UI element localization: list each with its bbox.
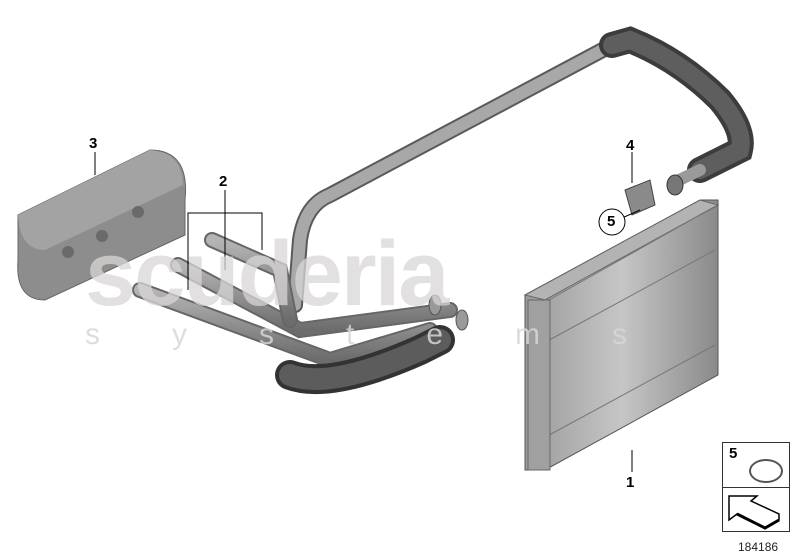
callout-1: 1 [626, 474, 635, 491]
o-ring-icon [749, 459, 783, 483]
seal-plate [17, 149, 187, 301]
watermark-systems: systems [85, 318, 700, 351]
callout-2: 2 [219, 173, 228, 190]
legend-part: 5 [723, 443, 789, 488]
heater-pipe-long [287, 26, 754, 313]
legend-part-number: 5 [729, 445, 738, 462]
callout-5: 5 [607, 213, 616, 230]
heater-core [523, 199, 720, 471]
callout-4: 4 [626, 137, 635, 154]
callout-5-circle [598, 208, 626, 236]
callout-3: 3 [89, 135, 98, 152]
arrow-icon [728, 495, 780, 530]
hose-clamp [624, 174, 684, 216]
diagram-number: 184186 [738, 540, 779, 554]
heater-pipes [132, 232, 469, 395]
legend-box: 5 [722, 442, 790, 532]
leader-lines [94, 152, 641, 472]
watermark-scuderia: scuderia [85, 223, 449, 325]
